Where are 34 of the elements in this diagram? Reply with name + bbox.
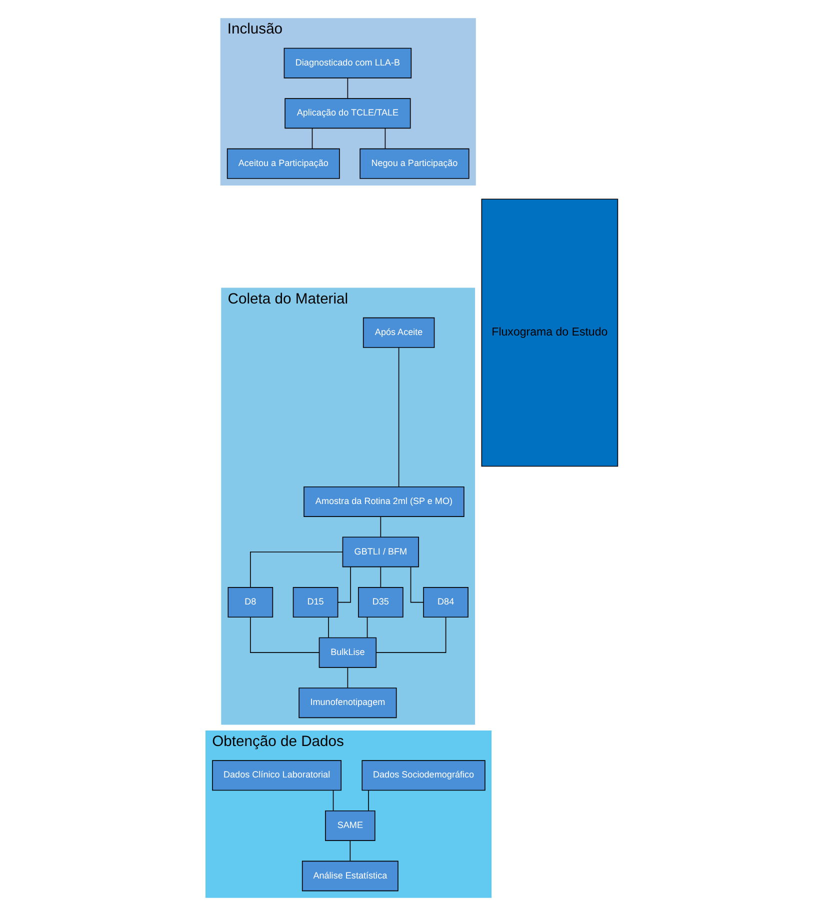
node-box: Diagnosticado com LLA-B <box>284 48 412 78</box>
node-box: Análise Estatística <box>302 860 398 892</box>
connector <box>384 128 386 149</box>
node-box: Aplicação do TCLE/TALE <box>284 98 411 129</box>
connector <box>350 840 351 862</box>
node-box: D35 <box>358 587 404 618</box>
connector <box>380 566 382 588</box>
node-box: GBTLI / BFM <box>342 536 420 568</box>
connector <box>376 616 446 653</box>
node-box: Dados Clínico Laboratorial <box>212 760 342 791</box>
node-box: Amostra da Rotina 2ml (SP e MO) <box>304 486 464 517</box>
connector <box>347 78 348 99</box>
node-box: Imunofenotipagem <box>298 688 397 718</box>
node-box: Negou a Participação <box>360 148 470 179</box>
node-box: Após Aceite <box>362 317 435 348</box>
node-box: Aceitou a Participação <box>226 148 340 179</box>
connector <box>380 516 382 538</box>
node-box: SAME <box>325 810 376 841</box>
connector <box>332 790 334 812</box>
connector <box>250 616 320 653</box>
connector <box>312 128 313 149</box>
connector <box>250 552 344 588</box>
node-box: Fluxograma do Estudo <box>481 198 618 467</box>
node-box: D8 <box>228 587 274 618</box>
connector <box>398 347 400 488</box>
connector <box>347 667 348 688</box>
node-box: D15 <box>292 587 338 618</box>
connector <box>368 790 369 812</box>
node-box: D84 <box>423 587 468 618</box>
connector <box>338 566 351 603</box>
connector <box>328 616 329 638</box>
node-box: Dados Sociodemográfico <box>362 760 486 791</box>
connector <box>366 616 368 638</box>
node-box: BulkLise <box>318 637 377 668</box>
